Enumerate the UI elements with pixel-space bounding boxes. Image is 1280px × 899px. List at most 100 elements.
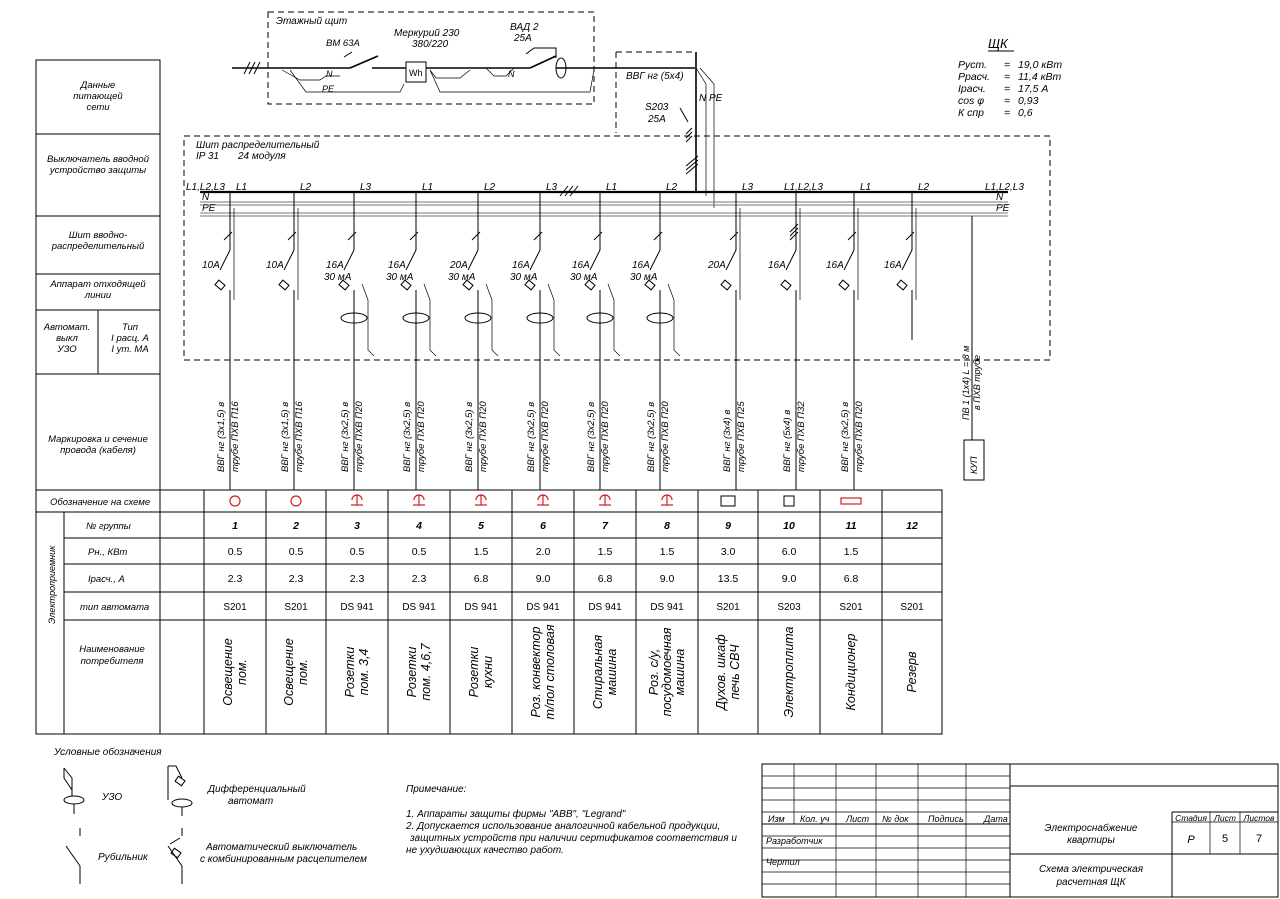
circuit-rating: 16А [512,260,530,271]
circuit-breaker-arm [649,249,661,271]
oven-icon [720,495,736,507]
circuit-phase: L1 [422,182,433,193]
bus-right-phases: L1,L2,L3 [985,182,1024,193]
consumer-name: пом. 3,4 [357,649,371,696]
cable-mark: ВВГ нг (3х2,5) в [586,402,597,472]
stamp-title-1: Схема электрическая [1039,864,1144,875]
floor-panel: Этажный щит ВМ 63А Меркурий 230 380/220 … [232,11,615,105]
summary-name: Руст. [958,59,987,71]
stamp-col-date: Дата [983,814,1008,824]
switch-current: 25А [513,33,532,44]
socket-icon [351,494,363,506]
group-current: 6.8 [474,573,489,585]
circuit-tick [347,231,357,241]
socket-icon [537,494,549,506]
consumer-name: Роз. конвектор [529,626,543,717]
lamp-icon [229,495,241,507]
left-label-5-line-0: Тип [122,322,139,333]
stamp-col-kol: Кол. уч [800,814,830,824]
group-current: 2.3 [228,573,243,585]
group-number: 7 [602,520,609,532]
left-label-1-line-0: Выключатель вводной [47,154,150,165]
left-label-4-line-0: Автомат. [43,322,91,333]
consumer-name: пом. [235,659,249,685]
group-number: 2 [292,520,299,532]
legend-auto-1: Автоматический выключатель [205,842,357,853]
consumer-name: машина [605,649,619,696]
group-breaker-type: S201 [223,602,247,613]
summary-name: Ррасч. [958,71,990,83]
left-label-1-line-1: устройство защиты [49,165,146,176]
consumer-name: Розетки [343,647,357,698]
consumer-name: печь СВЧ [728,644,742,700]
cable-mark: ВВГ нг (3х2,5) в [646,402,657,472]
circuit-tick [533,231,543,241]
group-number: 5 [478,520,484,532]
group-power: 0.5 [228,546,243,558]
stamp-sheet: 5 [1222,833,1228,845]
breaker-icon [584,279,596,291]
group-power: 0.5 [412,546,427,558]
circuit-rating: 16А [388,260,406,271]
circuit-breaker-arm [343,249,355,271]
circuit-phase: L2 [484,182,496,193]
summary-value: 19,0 кВт [1018,59,1062,71]
circuit-rating: 16А [884,260,902,271]
circuit-breaker-arm [467,249,479,271]
circuit-phase: L2 [300,182,312,193]
consumer-name: Духов. шкаф [714,634,728,712]
aircon-icon [840,497,862,505]
stamp-col-list: Лист [845,814,870,824]
breaker-icon [462,279,474,291]
consumer-name: посудомоечная [660,627,674,716]
stamp-drawn: Чертил [766,857,800,867]
cable-conduit: трубе ПХВ П20 [600,401,611,472]
circuit-rating: 16А [326,260,344,271]
legend-auto-2: с комбинированным расцепителем [200,853,367,865]
floor-n: N [326,69,333,79]
group-current: 13.5 [718,573,739,585]
meter-symbol: Wh [409,68,423,78]
group-current: 9.0 [660,573,675,585]
cable-mark: ВВГ нг (5х4) в [782,410,793,472]
rcd-n [423,283,437,357]
stamp-stage-label: Стадия [1175,813,1207,823]
left-label-5-line-2: I ут. МА [111,344,148,355]
data-table: Обозначение на схеме Электроприемник № г… [35,489,943,735]
left-label-2-line-0: Шит вводно- [69,230,128,241]
consumer-name: т/пол столовая [543,624,557,719]
breaker-icon [338,279,350,291]
cable-mark: ВВГ нг (3х2,5) в [526,402,537,472]
rcd-n [667,283,681,357]
group-power: 0.5 [289,546,304,558]
circuit-phase: L1,L2,L3 [784,182,823,193]
left-label-6-line-0: Маркировка и сечение [48,434,148,445]
meter-name: Меркурий 230 [394,28,460,39]
breaker-icon [400,279,412,291]
left-label-3-line-0: Аппарат отходящей [49,279,146,290]
circuit-tick [287,231,297,241]
stamp-col-doc: № док [882,814,909,824]
rcd-n [361,283,375,357]
feeder-breaker-current: 25А [647,114,666,125]
circuit-phase: L2 [666,182,678,193]
bus-left-phases: L1,L2,L3 [186,182,225,193]
circuit-rcd: 30 мА [570,272,598,283]
group-power: 1.5 [660,546,675,558]
cable-conduit: трубе ПХВ П25 [736,401,747,472]
summary-value: 11,4 кВт [1018,71,1062,83]
kup-box [963,439,985,481]
summary-eq: = [1004,107,1010,119]
cable-mark: ВВГ нг (3х1,5) в [216,402,227,472]
circuit-rcd: 30 мА [630,272,658,283]
dist-board-modules: 24 модуля [237,151,286,162]
cable-conduit: трубе ПХВ П20 [416,401,427,472]
